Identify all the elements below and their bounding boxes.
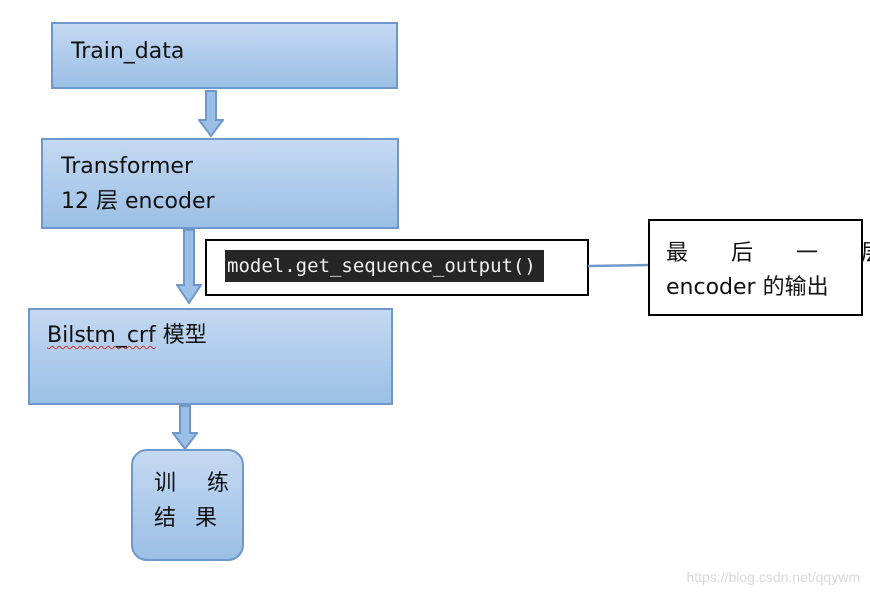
annotation-box: 最 后 一 层 encoder 的输出 <box>648 219 870 316</box>
watermark: https://blog.csdn.net/qqywm <box>686 569 860 585</box>
arrow-down-icon <box>198 90 224 138</box>
bilstm-crf-box: Bilstm_crf 模型 <box>28 308 393 405</box>
code-snippet: model.get_sequence_output() <box>225 250 544 282</box>
arrow-down-icon <box>176 229 202 305</box>
train-data-label: Train_data <box>71 39 185 64</box>
code-callout: model.get_sequence_output() <box>205 239 589 296</box>
annotation-line-2: encoder 的输出 <box>666 275 829 300</box>
encoder-layers-label: 12 层 encoder <box>61 189 215 214</box>
annotation-line-1: 最 后 一 层 <box>666 241 870 266</box>
train-data-box: Train_data <box>51 22 398 89</box>
training-result-box: 训 练 结 果 <box>131 449 244 561</box>
arrow-down-icon <box>172 405 198 451</box>
transformer-box: Transformer 12 层 encoder <box>41 138 399 229</box>
transformer-label: Transformer <box>61 154 194 179</box>
connector-line <box>588 263 650 268</box>
model-suffix: 模型 <box>155 323 207 348</box>
bilstm-crf-label: Bilstm_crf 模型 <box>47 325 207 347</box>
bilstm-crf-name: Bilstm_crf <box>47 323 156 348</box>
result-line-2: 结 果 <box>154 506 223 531</box>
result-line-1: 训 练 <box>154 471 241 496</box>
